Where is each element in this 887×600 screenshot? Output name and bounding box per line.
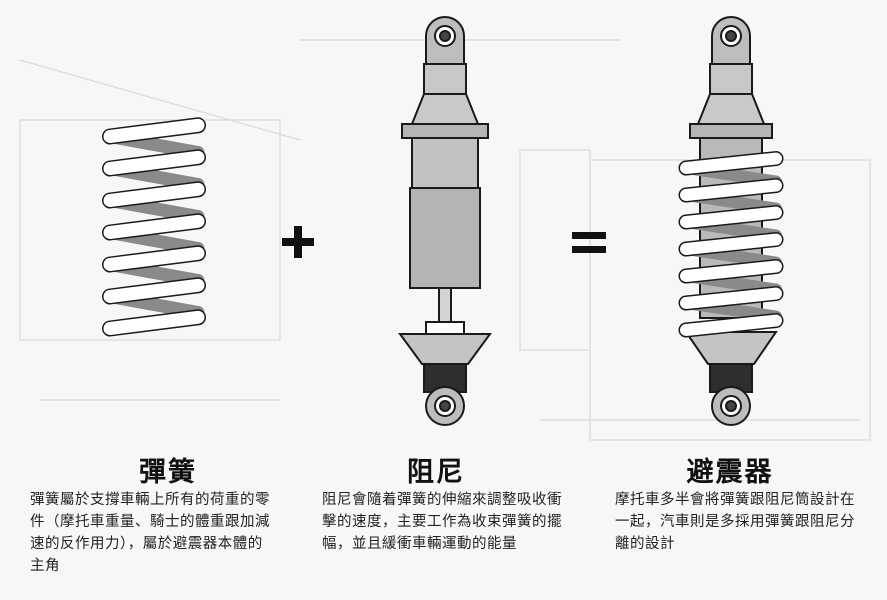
coil-front-segment bbox=[680, 233, 782, 255]
spring-front-coils bbox=[102, 117, 206, 337]
coil-front-segment bbox=[103, 278, 205, 303]
coil-front-segment bbox=[680, 179, 782, 201]
spring-illustration bbox=[102, 117, 206, 337]
coil-front-segment bbox=[103, 214, 205, 239]
coil-front-segment bbox=[680, 152, 782, 174]
shock-spring-front-coils bbox=[678, 151, 784, 338]
coil-front-segment bbox=[680, 287, 782, 309]
shock-absorber-title: 避震器 bbox=[686, 457, 774, 488]
spring-title: 彈簧 bbox=[139, 457, 197, 488]
coil-front-segment bbox=[103, 118, 205, 143]
damper-title: 阻尼 bbox=[407, 457, 465, 488]
damper-description: 阻尼會隨着彈簧的伸縮來調整吸收衝擊的速度，主要工作為收束彈簧的擺幅，並且緩衝車輛… bbox=[322, 492, 562, 552]
coil-front-segment bbox=[680, 314, 782, 336]
coil-front-segment bbox=[103, 150, 205, 175]
coil-front-segment bbox=[680, 260, 782, 282]
shock-absorber-illustration bbox=[678, 16, 784, 426]
shock-absorber-description: 摩托車多半會將彈簧跟阻尼筒設計在一起，汽車則是多採用彈簧跟阻尼分離的設計 bbox=[615, 492, 855, 552]
spring-description: 彈簧屬於支撐車輛上所有的荷重的零件（摩托車重量、騎士的體重跟加減速的反作用力），… bbox=[30, 492, 270, 574]
equals-icon bbox=[572, 232, 606, 253]
coil-front-segment bbox=[103, 182, 205, 207]
plus-icon bbox=[282, 226, 314, 258]
damper-illustration bbox=[398, 16, 492, 426]
coil-front-segment bbox=[103, 246, 205, 271]
coil-front-segment bbox=[680, 206, 782, 228]
coil-front-segment bbox=[103, 310, 205, 335]
